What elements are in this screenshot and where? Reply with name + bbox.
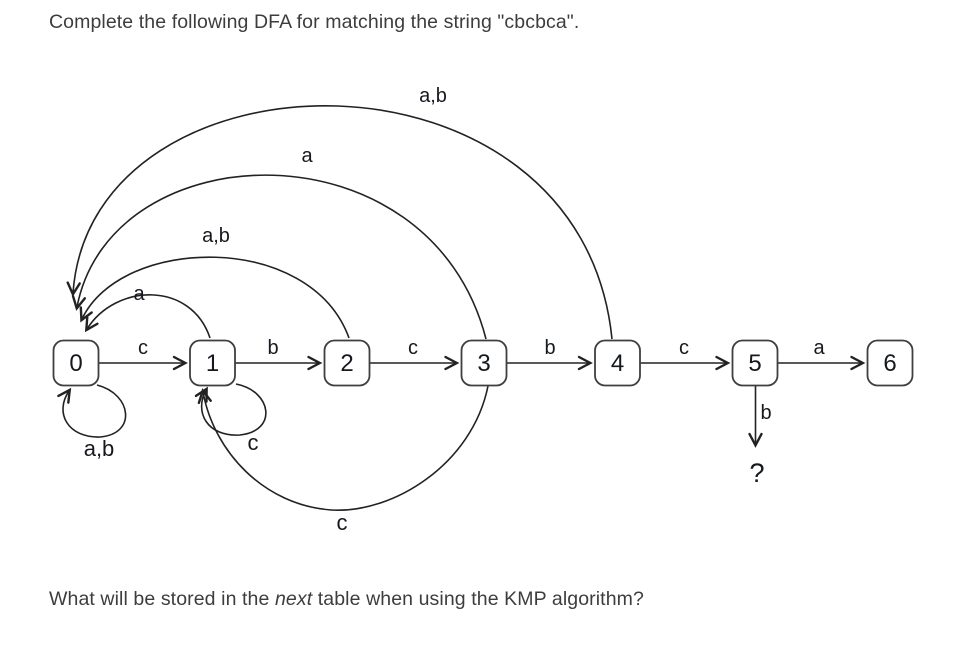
prompt-text: Complete the following DFA for matching …: [49, 11, 580, 33]
edge-1-to-2-label: b: [267, 337, 278, 359]
state-4-label: 4: [611, 350, 624, 377]
edge-4-to-0-label: a,b: [419, 85, 447, 107]
edge-5-to-6-label: a: [813, 337, 825, 359]
edge-2-to-0-label: a,b: [202, 225, 230, 247]
edge-1-self-loop: [194, 383, 267, 436]
state-1-box: [189, 339, 236, 387]
edge-3-to-4-label: b: [544, 337, 555, 359]
state-5-label: 5: [748, 350, 761, 377]
edge-0-self-loop: [57, 384, 127, 438]
edge-3-to-0-arc: [71, 174, 487, 340]
edge-1-to-0-label: a: [133, 283, 145, 305]
question-suffix: table when using the KMP algorithm?: [312, 588, 644, 610]
edge-4-to-5-label: c: [679, 337, 689, 359]
edge-0-self-loop-label: a,b: [84, 436, 115, 461]
state-6-box: [866, 339, 914, 387]
edge-2-to-3-label: c: [408, 337, 418, 359]
edge-1-to-0-arc: [84, 294, 211, 339]
edge-3-to-1-arc: [197, 385, 489, 511]
state-0-box: [52, 339, 100, 387]
state-4-box: [594, 339, 641, 387]
edge-3-to-1-label: c: [337, 510, 348, 535]
state-5-box: [731, 339, 779, 387]
state-3-box: [460, 339, 508, 387]
state-2-box: [323, 339, 371, 387]
question-emphasis: next: [274, 588, 313, 610]
edge-1-self-loop-label: c: [248, 430, 259, 455]
edge-2-to-0-arc: [79, 256, 350, 339]
unknown-state-placeholder: ?: [749, 458, 764, 488]
state-0-label: 0: [69, 350, 82, 377]
edge-0-to-1-label: c: [138, 337, 148, 359]
state-1-label: 1: [206, 350, 219, 377]
edge-4-to-0-arc: [66, 104, 613, 340]
state-3-label: 3: [477, 350, 490, 377]
question-prefix: What will be stored in the: [49, 588, 275, 610]
question-text: What will be stored in the next table wh…: [49, 587, 644, 612]
edge-3-to-0-label: a: [301, 145, 313, 167]
state-2-label: 2: [340, 350, 353, 377]
state-6-label: 6: [883, 350, 896, 377]
edge-5-to-unknown-label: b: [760, 402, 771, 424]
